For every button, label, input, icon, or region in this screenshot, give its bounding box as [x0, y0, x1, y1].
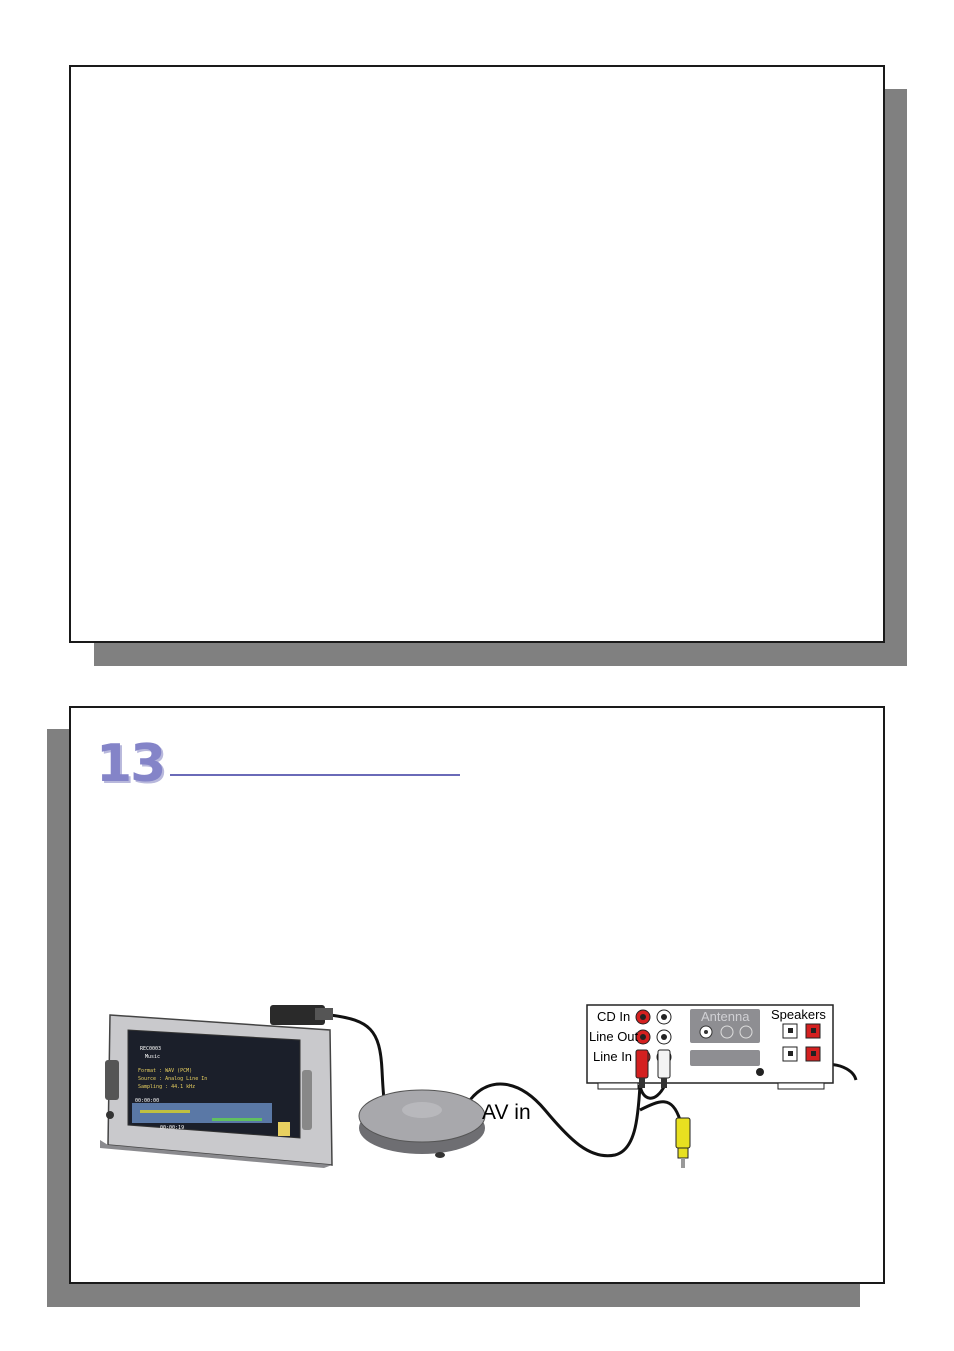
screen-filename: REC0003: [140, 1046, 161, 1052]
antenna-label: Antenna: [701, 1009, 750, 1024]
screen-folder: Music: [145, 1054, 160, 1060]
av-adapter: [358, 1089, 486, 1158]
title-rule: [170, 774, 460, 776]
line-in-label: Line In: [593, 1049, 632, 1064]
speakers-label: Speakers: [771, 1007, 826, 1022]
cd-in-label: CD In: [597, 1009, 630, 1024]
screen-time: 00:00:19: [160, 1125, 184, 1131]
stereo-receiver: [586, 1004, 834, 1090]
page-number: 13: [96, 734, 166, 794]
top-blank-card: [69, 65, 885, 643]
screen-sampling: Sampling : 44.1 kHz: [138, 1084, 195, 1090]
line-out-label: Line Out: [589, 1029, 639, 1044]
rca-plugs: [635, 1049, 691, 1168]
media-player-device: [100, 1005, 333, 1168]
receiver-labels: CD In Line Out Line In Antenna Speakers: [589, 1007, 826, 1064]
bottom-card: [69, 706, 885, 1284]
device-screen-text: REC0003 Music Format : WAV (PCM) Source …: [135, 1046, 207, 1131]
screen-source: Source : Analog Line In: [138, 1076, 207, 1082]
av-in-label: AV in: [482, 1101, 531, 1124]
screen-elapsed: 00:00:00: [135, 1098, 159, 1104]
screen-format: Format : WAV (PCM): [138, 1068, 192, 1074]
